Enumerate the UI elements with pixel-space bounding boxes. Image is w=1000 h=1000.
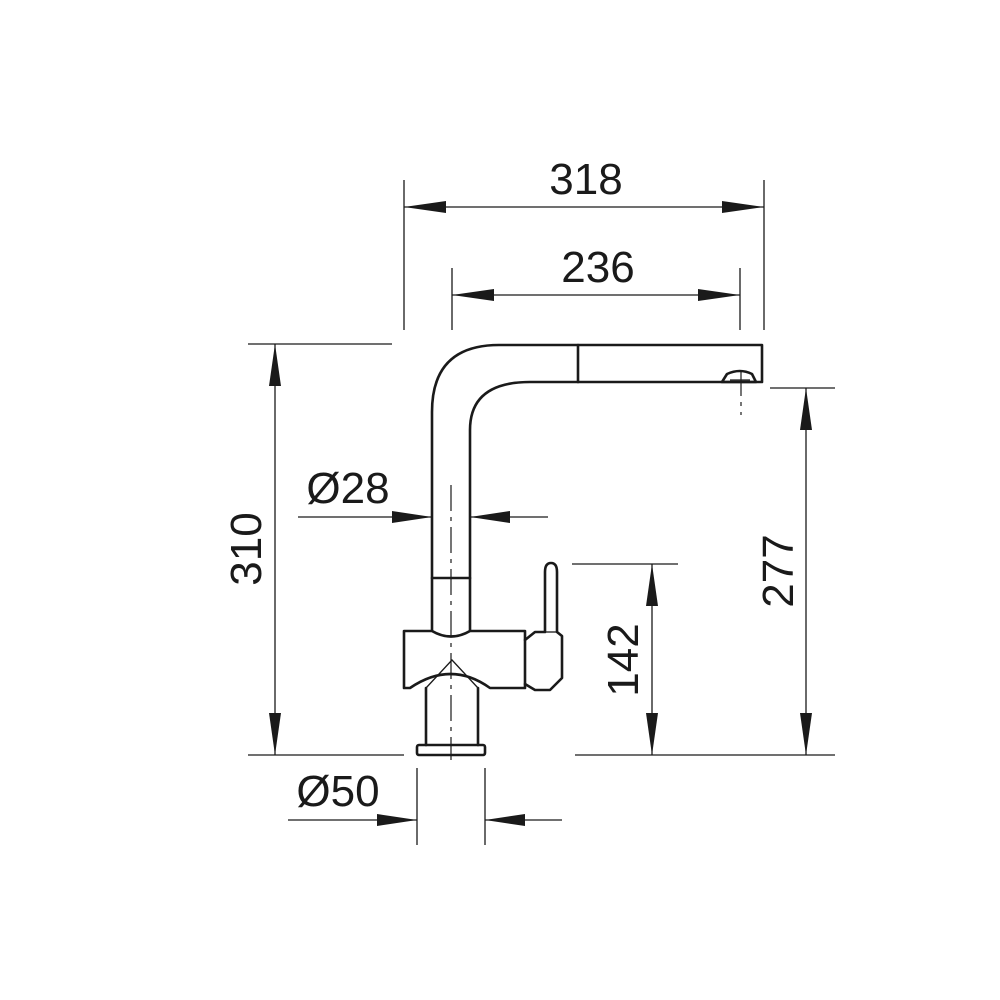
- dimension-142-label: 142: [599, 623, 648, 696]
- dimension-277-label: 277: [754, 534, 803, 607]
- faucet-outline: [402, 343, 764, 757]
- dimension-277: 277: [754, 388, 812, 755]
- lever-handle: [523, 561, 564, 692]
- spout-outer-edge: [430, 343, 764, 632]
- dimension-d28-label: Ø28: [306, 464, 389, 513]
- dimension-d28: Ø28: [298, 464, 548, 523]
- body-v-detail: [425, 659, 479, 689]
- center-lines: [450, 370, 742, 760]
- dimension-236: 236: [452, 243, 740, 301]
- dimension-d50-label: Ø50: [296, 767, 379, 816]
- dimension-310: 310: [222, 344, 281, 755]
- dimension-236-label: 236: [561, 243, 634, 292]
- extension-lines: [248, 180, 835, 845]
- dimension-310-label: 310: [222, 512, 271, 585]
- dimension-318-label: 318: [549, 155, 622, 204]
- dimension-142: 142: [599, 564, 658, 755]
- mixer-body: [402, 629, 527, 690]
- dimension-318: 318: [404, 155, 764, 213]
- base-column: [424, 686, 480, 747]
- dimension-d50: Ø50: [288, 767, 562, 826]
